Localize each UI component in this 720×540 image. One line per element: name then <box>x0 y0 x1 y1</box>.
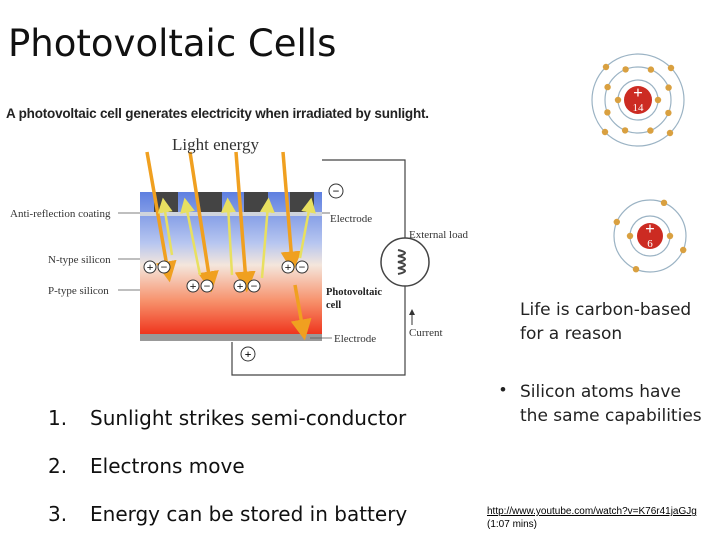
electron-arrows <box>157 197 316 279</box>
pv-cell-label-1: Photovoltaic <box>326 287 382 298</box>
minus-charge: − <box>161 260 168 274</box>
electron <box>601 128 609 136</box>
plus-charge: + <box>147 260 154 274</box>
electron <box>665 84 672 91</box>
current-label: Current <box>409 327 443 339</box>
nucleus-charge: + <box>633 83 643 102</box>
electron <box>621 127 629 134</box>
step-item: 3.Energy can be stored in battery <box>48 502 408 526</box>
orbit-ring <box>613 199 687 273</box>
electron <box>666 232 674 240</box>
step-item: 2.Electrons move <box>48 454 245 478</box>
light-energy-label: Light energy <box>172 135 260 154</box>
orbit-ring <box>591 53 685 147</box>
minus-charge: − <box>299 260 306 274</box>
silicon-note: Silicon atoms have the same capabilities <box>520 382 702 426</box>
minus-charge: − <box>251 279 258 293</box>
anti-reflection-layer <box>140 212 322 216</box>
electron <box>604 83 611 91</box>
electrode-top-label: Electrode <box>330 213 372 225</box>
external-load-coil <box>380 237 430 287</box>
electron <box>604 109 611 116</box>
p-type-label: P-type silicon <box>48 285 109 297</box>
nucleus <box>624 86 652 114</box>
atom-silicon: +14 <box>591 53 685 147</box>
atom-diagrams: +14+6 <box>591 53 687 273</box>
negative-terminal <box>328 183 344 199</box>
n-type-label: N-type silicon <box>48 254 111 266</box>
electron <box>622 66 629 73</box>
carbon-note: Life is carbon-based for a reason <box>520 300 692 344</box>
step-item: 1.Sunlight strikes semi-conductor <box>48 406 407 430</box>
plus-charge: + <box>190 279 197 293</box>
page-title: Photovoltaic Cells <box>8 22 337 65</box>
nucleus-charge: + <box>645 219 655 238</box>
plus-charge: + <box>237 279 244 293</box>
atomic-number: 6 <box>647 238 653 250</box>
electrode-bottom-label: Electrode <box>334 333 376 345</box>
positive-terminal-sign: + <box>245 347 252 361</box>
atomic-number: 14 <box>633 102 645 114</box>
nucleus <box>637 223 663 249</box>
light-arrows-incoming <box>145 151 312 341</box>
electron <box>654 96 662 104</box>
video-link[interactable]: http://www.youtube.com/watch?v=K76r41jaG… <box>487 506 697 517</box>
negative-terminal-sign: − <box>333 184 340 198</box>
charge-pairs <box>143 260 309 293</box>
electron <box>647 66 655 73</box>
minus-charge: − <box>204 279 211 293</box>
electron <box>626 232 634 240</box>
positive-terminal <box>240 346 256 362</box>
electron <box>613 218 620 226</box>
electron <box>666 129 674 137</box>
electron <box>602 63 610 71</box>
diagram-caption: A photovoltaic cell generates electricit… <box>6 106 429 121</box>
video-duration: (1:07 mins) <box>487 519 538 530</box>
electron <box>632 266 640 273</box>
label-leaders <box>118 212 332 339</box>
electron <box>614 96 622 104</box>
electron <box>665 109 672 117</box>
pv-cell-label-2: cell <box>326 300 341 311</box>
plus-charge: + <box>285 260 292 274</box>
bottom-electrode <box>140 334 322 341</box>
atom-carbon: +6 <box>613 199 687 273</box>
electron <box>647 127 654 134</box>
anti-reflection-label: Anti-reflection coating <box>10 208 111 220</box>
electron <box>680 246 687 254</box>
external-load-label: External load <box>409 229 468 241</box>
electron <box>660 199 668 206</box>
electron <box>667 64 675 72</box>
orbit-ring <box>604 66 672 134</box>
circuit-wire <box>231 159 406 376</box>
bullet-marker: • <box>500 380 506 399</box>
